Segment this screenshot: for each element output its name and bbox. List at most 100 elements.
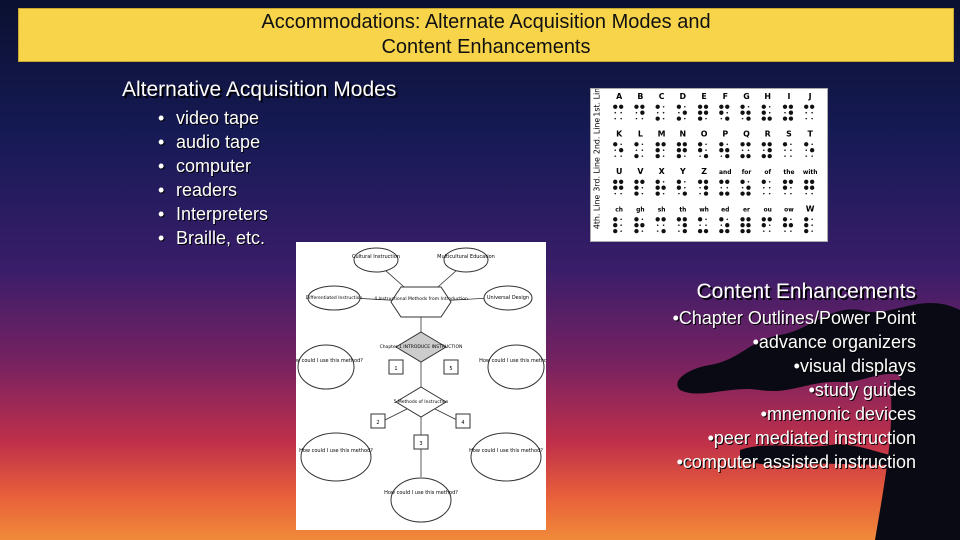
- braille-dot: [641, 155, 644, 157]
- braille-dot: [725, 148, 730, 153]
- braille-dot: [703, 228, 709, 234]
- braille-dot: [641, 149, 644, 151]
- braille-dot: [614, 149, 617, 151]
- braille-dot: [788, 104, 794, 109]
- svg-text:1st. Line: 1st. Line: [592, 88, 601, 117]
- braille-dot: [614, 155, 617, 157]
- braille-dot: [746, 153, 751, 159]
- braille-letter: the: [783, 170, 794, 176]
- braille-dot: [740, 153, 745, 159]
- braille-dot: [719, 179, 724, 184]
- list-item: computer assisted instruction: [665, 450, 916, 474]
- braille-dot: [678, 224, 680, 226]
- braille-dot: [634, 104, 639, 109]
- list-item: Chapter Outlines/Power Point: [665, 306, 916, 330]
- braille-dot: [613, 104, 618, 109]
- braille-dot: [662, 192, 665, 195]
- braille-dot: [682, 148, 687, 153]
- svg-text:1: 1: [394, 366, 397, 372]
- braille-letter: P: [722, 129, 728, 138]
- braille-dot: [620, 143, 622, 146]
- braille-dot: [614, 111, 617, 114]
- braille-dot: [804, 179, 809, 184]
- braille-dot: [726, 218, 729, 221]
- braille-dot: [684, 155, 686, 157]
- svg-text:3: 3: [419, 441, 422, 447]
- braille-dot: [661, 185, 666, 190]
- braille-dot: [782, 179, 788, 184]
- braille-letter: W: [806, 204, 815, 213]
- braille-dot: [809, 104, 815, 109]
- braille-dot: [682, 217, 687, 222]
- braille-dot: [767, 116, 772, 121]
- braille-dot: [705, 149, 707, 151]
- braille-dot: [697, 142, 703, 147]
- braille-dot: [703, 110, 709, 115]
- braille-dot: [725, 104, 730, 109]
- braille-dot: [620, 117, 622, 120]
- braille-dot: [790, 143, 792, 146]
- braille-dot: [804, 104, 809, 109]
- braille-dot: [811, 224, 813, 226]
- braille-dot: [620, 230, 622, 232]
- braille-dot: [656, 224, 659, 226]
- braille-dot: [662, 111, 665, 114]
- svg-text:Cultural Instruction: Cultural Instruction: [352, 254, 400, 260]
- braille-dot: [740, 179, 745, 184]
- braille-dot: [662, 180, 665, 183]
- braille-letter: J: [808, 92, 812, 101]
- braille-dot: [678, 230, 680, 232]
- braille-dot: [618, 179, 624, 184]
- braille-dot: [768, 111, 771, 114]
- list-item: mnemonic devices: [665, 402, 916, 426]
- braille-dot: [705, 143, 707, 146]
- braille-letter: for: [742, 170, 752, 176]
- braille-dot: [676, 116, 682, 121]
- braille-dot: [676, 104, 682, 109]
- braille-dot: [697, 110, 703, 115]
- braille-dot: [768, 186, 771, 189]
- braille-dot: [640, 223, 645, 228]
- braille-dot: [746, 223, 751, 228]
- braille-dot: [762, 230, 765, 232]
- braille-dot: [809, 148, 815, 153]
- braille-dot: [719, 191, 724, 196]
- braille-dot: [740, 217, 745, 222]
- braille-dot: [655, 217, 660, 222]
- braille-dot: [720, 155, 723, 157]
- braille-letter: G: [743, 92, 749, 101]
- braille-dot: [811, 192, 813, 195]
- braille-letter: K: [616, 129, 623, 138]
- braille-letter: wh: [699, 207, 709, 213]
- braille-dot: [699, 155, 701, 157]
- braille-letter: D: [680, 92, 687, 101]
- braille-dot: [678, 192, 680, 195]
- list-item: audio tape: [158, 130, 268, 154]
- braille-dot: [699, 186, 701, 189]
- braille-dot: [676, 153, 682, 159]
- braille-dot: [761, 116, 766, 121]
- braille-dot: [634, 223, 639, 228]
- braille-row-3: 3rd. Line: [592, 157, 601, 192]
- braille-dot: [804, 185, 809, 190]
- braille-letter: O: [701, 129, 708, 138]
- braille-dot: [805, 111, 808, 114]
- braille-dot: [682, 223, 687, 228]
- braille-dot: [747, 149, 750, 151]
- braille-letter: S: [786, 129, 792, 138]
- braille-dot: [761, 142, 766, 147]
- braille-letter: A: [616, 92, 623, 101]
- braille-dot: [740, 104, 745, 109]
- braille-dot: [788, 116, 794, 121]
- svg-text:4th. Line: 4th. Line: [592, 194, 601, 229]
- braille-dot: [678, 111, 680, 114]
- acquisition-modes-list: video tape audio tape computer readers I…: [158, 106, 268, 250]
- braille-letter: ch: [615, 207, 623, 213]
- svg-text:Universal Design: Universal Design: [487, 295, 529, 301]
- braille-letter: B: [637, 92, 643, 101]
- braille-dot: [782, 104, 788, 109]
- braille-dot: [682, 191, 687, 196]
- braille-dot: [805, 149, 808, 151]
- braille-dot: [640, 179, 645, 184]
- braille-dot: [767, 153, 772, 159]
